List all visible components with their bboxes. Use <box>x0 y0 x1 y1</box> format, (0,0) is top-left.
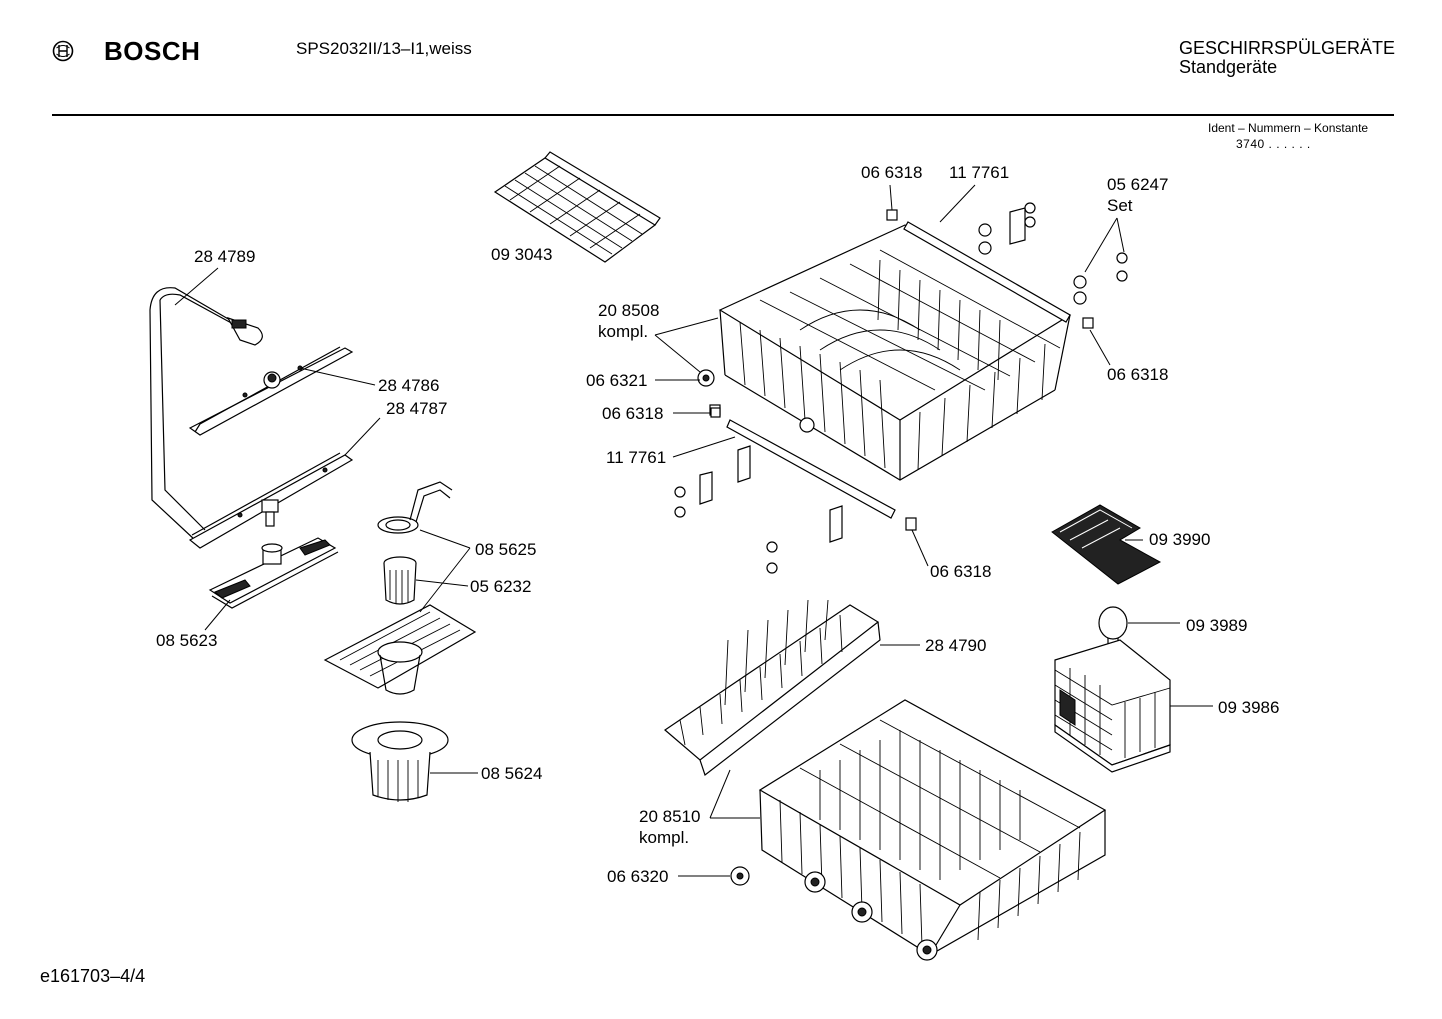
label-085624: 08 5624 <box>481 764 542 783</box>
label-066318-top: 06 6318 <box>861 163 922 182</box>
leader-lines <box>174 184 1213 877</box>
bosch-logo-icon <box>52 40 74 62</box>
ident-value: 3740 . . . . . . <box>1236 137 1311 151</box>
label-066318-bottom: 06 6318 <box>930 562 991 581</box>
category-line-1: GESCHIRRSPÜLGERÄTE <box>1179 38 1396 58</box>
label-284787: 28 4787 <box>386 399 447 418</box>
upper-rail-top-part <box>886 209 1071 323</box>
category-title: GESCHIRRSPÜLGERÄTE Standgeräte <box>1179 39 1395 77</box>
filter-pipe-part <box>377 481 453 534</box>
label-066318-right: 06 6318 <box>1107 365 1168 384</box>
label-066318-left: 06 6318 <box>602 404 663 423</box>
spray-pipe-part <box>149 287 263 541</box>
cutlery-basket-part <box>1054 606 1171 773</box>
model-number: SPS2032II/13–I1,weiss <box>296 39 472 58</box>
lower-spray-arm-part <box>188 452 354 549</box>
label-117761-top: 11 7761 <box>949 163 1009 182</box>
microfilter-part <box>383 556 417 605</box>
label-056247: 05 6247 <box>1107 175 1168 194</box>
label-093989: 09 3989 <box>1186 616 1247 635</box>
label-kompl-1: kompl. <box>598 322 648 341</box>
part-labels: 28 4789 28 4786 28 4787 08 5623 08 5625 … <box>156 163 1279 886</box>
upper-basket-part <box>718 224 1072 481</box>
header-divider <box>52 114 1394 116</box>
flat-filter-part <box>323 604 477 695</box>
brand-name: BOSCH <box>104 36 201 66</box>
footer-document-code: e161703–4/4 <box>40 966 146 986</box>
category-line-2: Standgeräte <box>1179 57 1278 77</box>
label-117761-left: 11 7761 <box>606 448 666 467</box>
coarse-filter-part <box>351 721 449 802</box>
rail-roller-brackets <box>674 202 1128 574</box>
label-093990: 09 3990 <box>1149 530 1210 549</box>
label-208510: 20 8510 <box>639 807 700 826</box>
label-kompl-2: kompl. <box>639 828 689 847</box>
ident-label: Ident – Nummern – Konstante <box>1208 121 1369 135</box>
cutlery-tray-part <box>1051 504 1162 585</box>
plate-rack-part <box>664 599 881 776</box>
label-085623: 08 5623 <box>156 631 217 650</box>
label-093043: 09 3043 <box>491 245 552 264</box>
label-284790: 28 4790 <box>925 636 986 655</box>
label-066321: 06 6321 <box>586 371 647 390</box>
label-093986: 09 3986 <box>1218 698 1279 717</box>
knife-rack-part <box>493 151 661 263</box>
label-284789: 28 4789 <box>194 247 255 266</box>
label-284786: 28 4786 <box>378 376 439 395</box>
label-208508: 20 8508 <box>598 301 659 320</box>
label-066320: 06 6320 <box>607 867 668 886</box>
label-056232: 05 6232 <box>470 577 531 596</box>
lower-basket-part <box>730 699 1107 961</box>
label-set: Set <box>1107 196 1133 215</box>
bottom-spray-arm-part <box>208 537 339 609</box>
upper-spray-arm-part <box>188 346 354 436</box>
label-085625: 08 5625 <box>475 540 536 559</box>
